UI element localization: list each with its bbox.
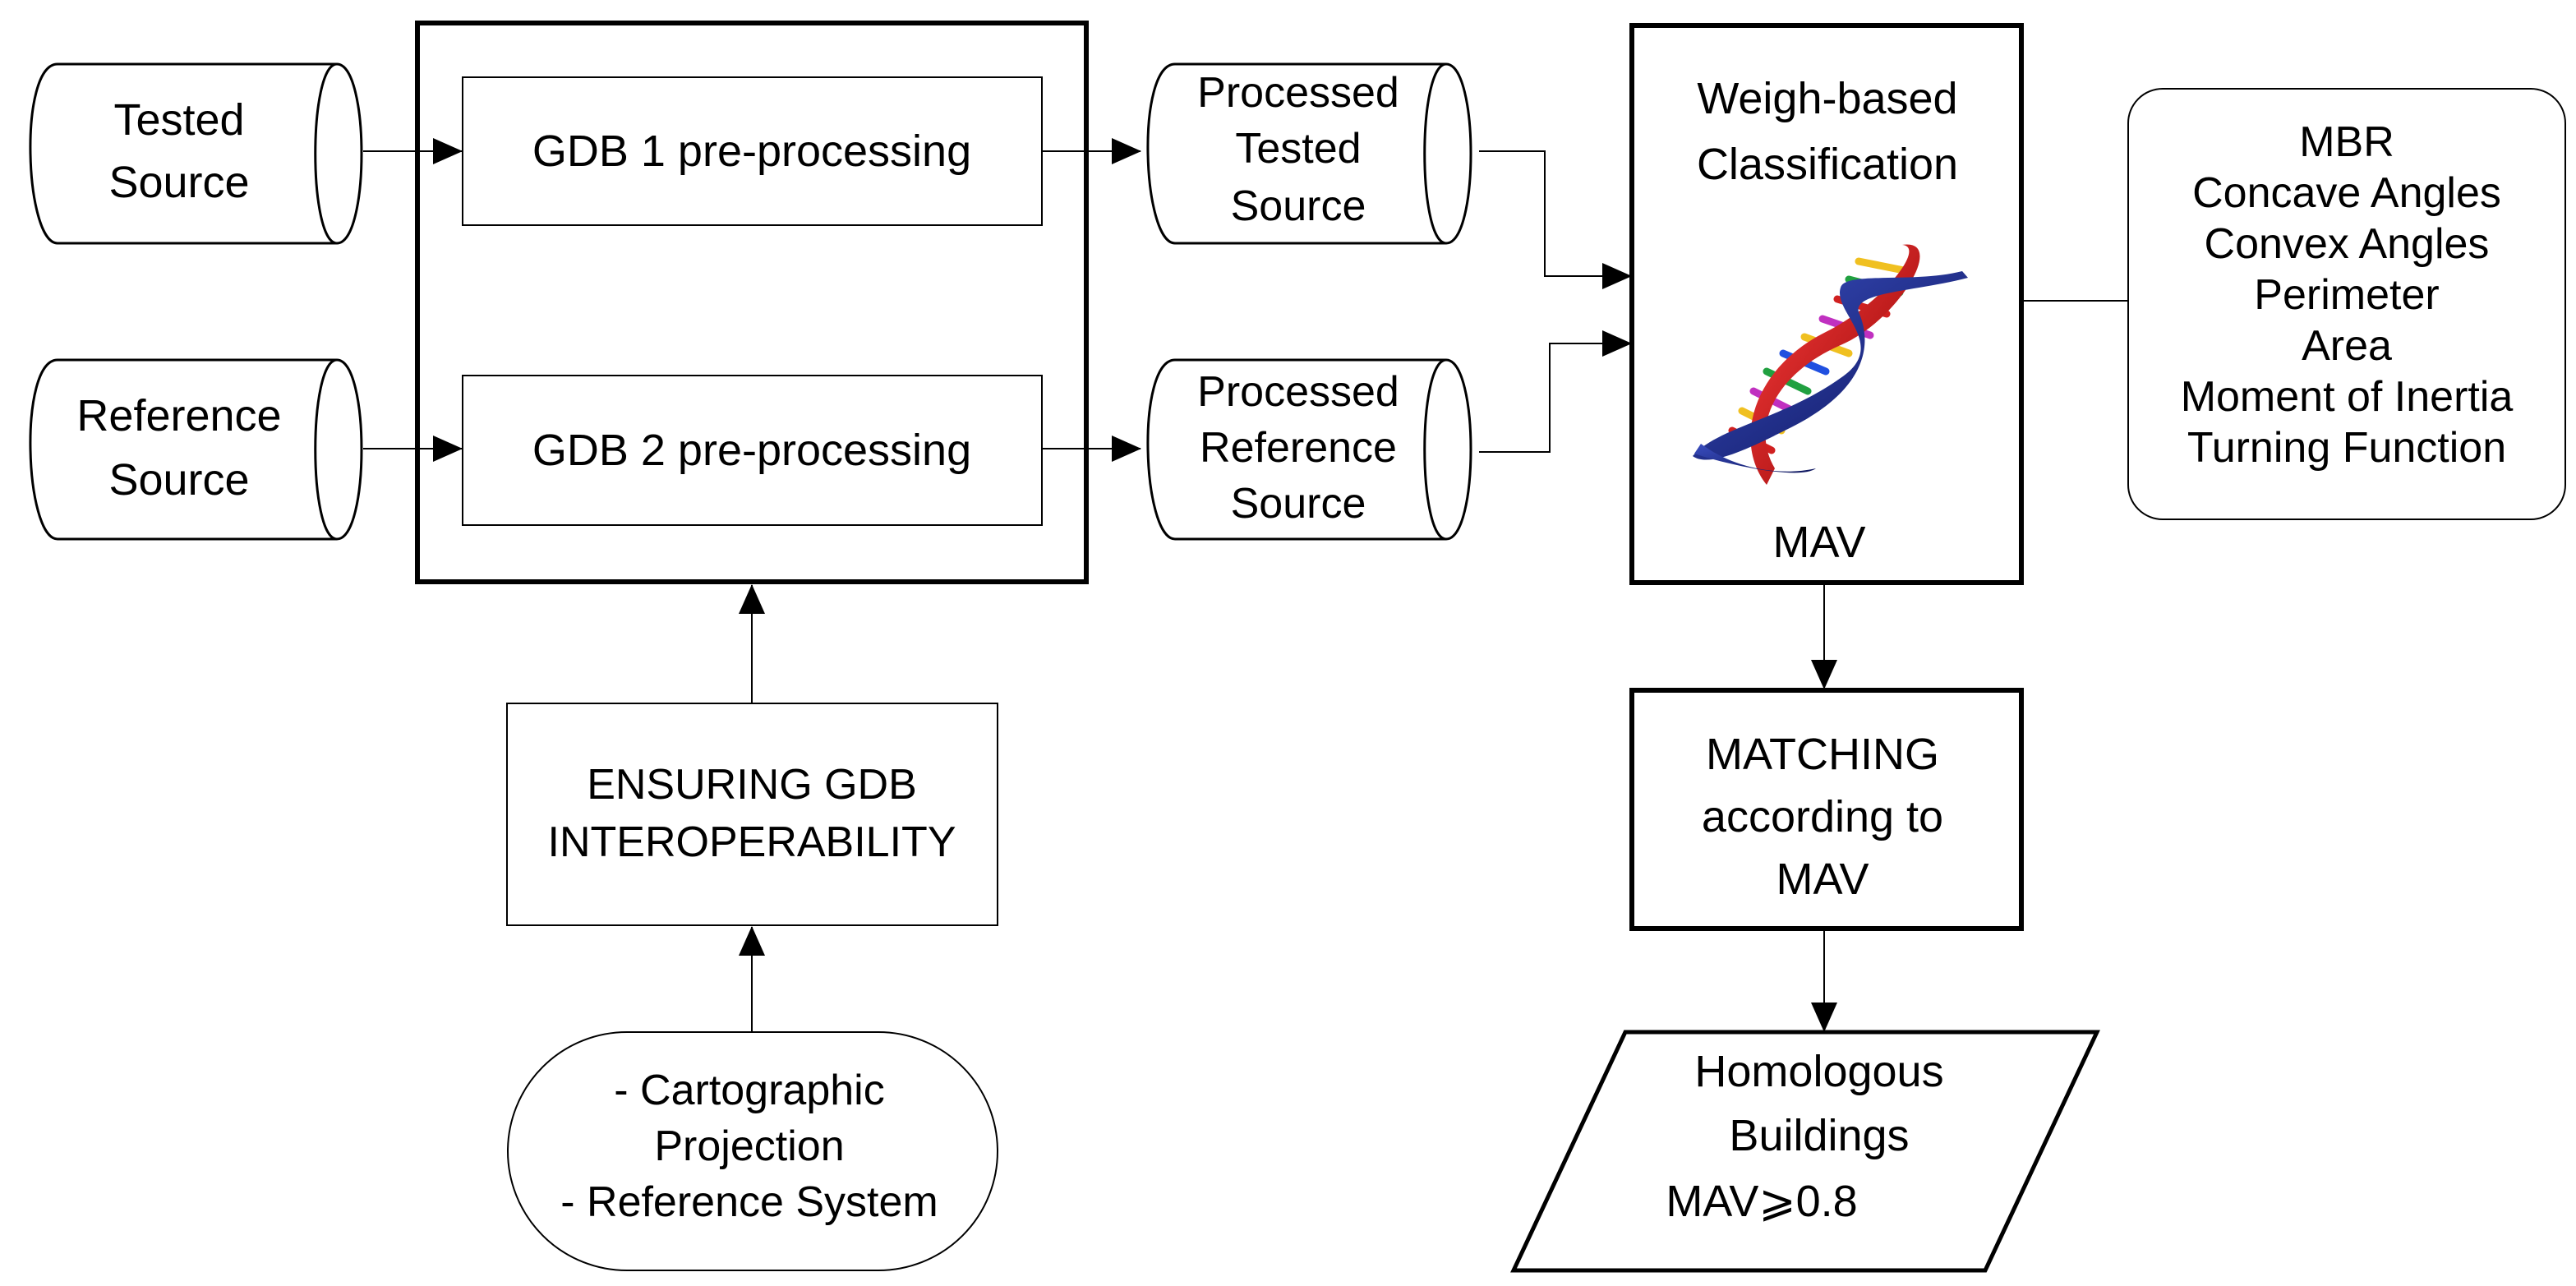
processed-reference-node: Processed Reference Source — [1146, 358, 1472, 541]
criteria-item: Perimeter — [2254, 271, 2439, 319]
matching-node: MATCHING according to MAV — [1629, 688, 2024, 931]
criteria-item: Moment of Inertia — [2181, 373, 2514, 421]
matching-line-1: MATCHING — [1706, 730, 1939, 779]
homologous-line-3: MAV⩾0.8 — [1666, 1177, 1857, 1226]
reference-source-node: Reference Source — [29, 358, 363, 541]
projection-line-2: Projection — [654, 1122, 844, 1170]
classification-footer: MAV — [1772, 518, 1865, 567]
processed-tested-line-3: Source — [1231, 182, 1366, 230]
processed-tested-line-2: Tested — [1235, 125, 1361, 173]
gdb2-preprocessing-node: GDB 2 pre-processing — [462, 375, 1043, 526]
homologous-line-1: Homologous — [1694, 1047, 1943, 1096]
dna-helix-icon — [1693, 244, 1968, 485]
matching-line-2: according to — [1702, 792, 1943, 841]
criteria-item: Area — [2302, 322, 2392, 370]
reference-source-line-2: Source — [108, 455, 249, 505]
classification-title-line-1: Weigh-based — [1697, 74, 1957, 123]
projection-line-3: - Reference System — [560, 1178, 938, 1226]
homologous-buildings-node: Homologous Buildings MAV⩾0.8 — [1510, 1030, 2100, 1273]
gdb2-label: GDB 2 pre-processing — [532, 426, 971, 475]
criteria-item: Turning Function — [2187, 424, 2506, 472]
criteria-item: MBR — [2299, 118, 2394, 166]
preprocessing-container — [415, 21, 1089, 584]
matching-line-3: MAV — [1776, 855, 1869, 904]
interoperability-line-1: ENSURING GDB — [587, 761, 917, 809]
arrow-processed-reference-to-classification — [1479, 330, 1632, 453]
processed-reference-line-2: Reference — [1200, 424, 1397, 472]
processed-reference-line-1: Processed — [1197, 368, 1399, 416]
interoperability-node: ENSURING GDB INTEROPERABILITY — [506, 703, 998, 926]
reference-source-line-1: Reference — [76, 391, 281, 440]
projection-line-1: - Cartographic — [614, 1067, 884, 1114]
processed-tested-line-1: Processed — [1197, 69, 1399, 117]
criteria-item: Convex Angles — [2205, 220, 2490, 268]
arrow-processed-tested-to-classification — [1479, 150, 1632, 289]
gdb1-label: GDB 1 pre-processing — [532, 127, 971, 176]
processed-reference-line-3: Source — [1231, 480, 1366, 528]
homologous-line-2: Buildings — [1729, 1111, 1909, 1160]
classification-node: Weigh-based Classification MAV — [1629, 23, 2024, 585]
projection-node: - Cartographic Projection - Reference Sy… — [507, 1031, 998, 1271]
gdb1-preprocessing-node: GDB 1 pre-processing — [462, 76, 1043, 226]
classification-title-line-2: Classification — [1697, 140, 1958, 189]
interoperability-line-2: INTEROPERABILITY — [548, 818, 956, 866]
tested-source-line-1: Tested — [113, 95, 244, 145]
tested-source-node: Tested Source — [29, 62, 363, 245]
tested-source-line-2: Source — [108, 158, 249, 207]
criteria-node: MBR Concave Angles Convex Angles Perimet… — [2127, 88, 2566, 520]
criteria-item: Concave Angles — [2192, 169, 2501, 217]
processed-tested-node: Processed Tested Source — [1146, 62, 1472, 245]
connectors — [363, 138, 2128, 1032]
